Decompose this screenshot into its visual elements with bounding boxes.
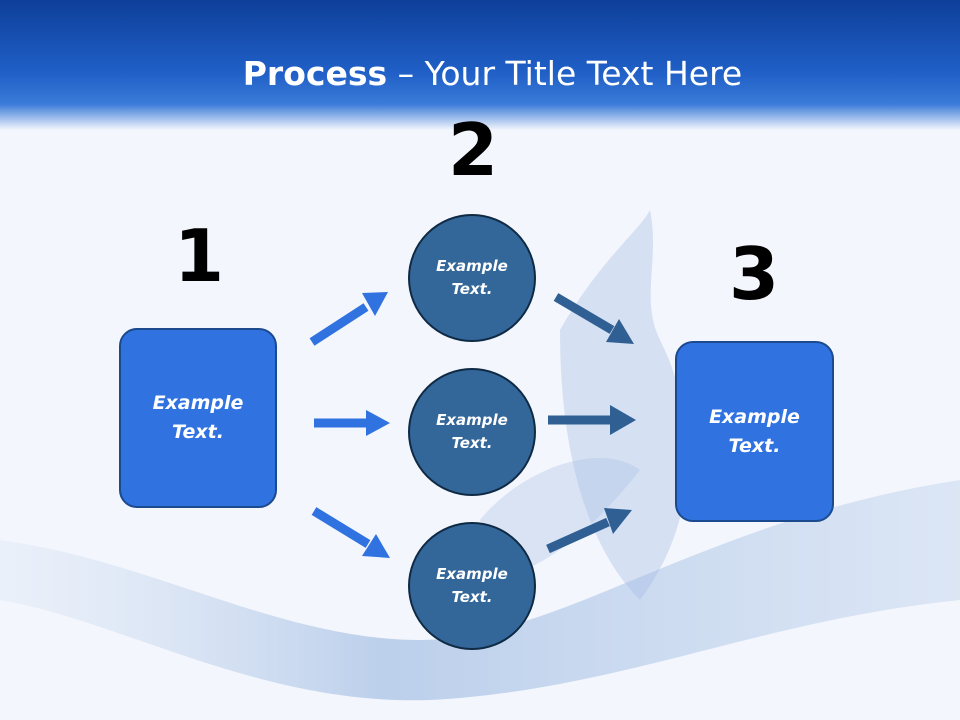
step-2-circle-middle: Example Text. [408, 368, 536, 496]
step-number-1: 1 [173, 214, 225, 298]
title-rest: – Your Title Text Here [387, 54, 743, 93]
step-2-label-bottom: Example Text. [436, 565, 508, 606]
step-1-label: Example Text. [152, 392, 244, 443]
step-2-circle-bottom: Example Text. [408, 522, 536, 650]
arrow-1-to-2-top [309, 292, 388, 346]
step-3-box: Example Text. [675, 341, 834, 522]
arrow-1-to-2-middle [314, 410, 390, 436]
arrow-1-to-2-bottom [311, 507, 390, 558]
step-2-label-middle: Example Text. [436, 411, 508, 452]
page-title: Process – Your Title Text Here [0, 52, 960, 96]
title-banner [0, 0, 960, 130]
arrow-2-top-to-3 [553, 293, 634, 344]
step-2-label-top: Example Text. [436, 257, 508, 298]
step-3-label: Example Text. [709, 405, 800, 457]
title-bold: Process [242, 54, 388, 93]
arrow-2-bottom-to-3 [546, 508, 632, 554]
step-1-box: Example Text. [119, 328, 277, 508]
step-2-circle-top: Example Text. [408, 214, 536, 342]
arrow-2-middle-to-3 [548, 405, 636, 435]
step-number-2: 2 [447, 108, 499, 192]
step-number-3: 3 [728, 232, 780, 316]
